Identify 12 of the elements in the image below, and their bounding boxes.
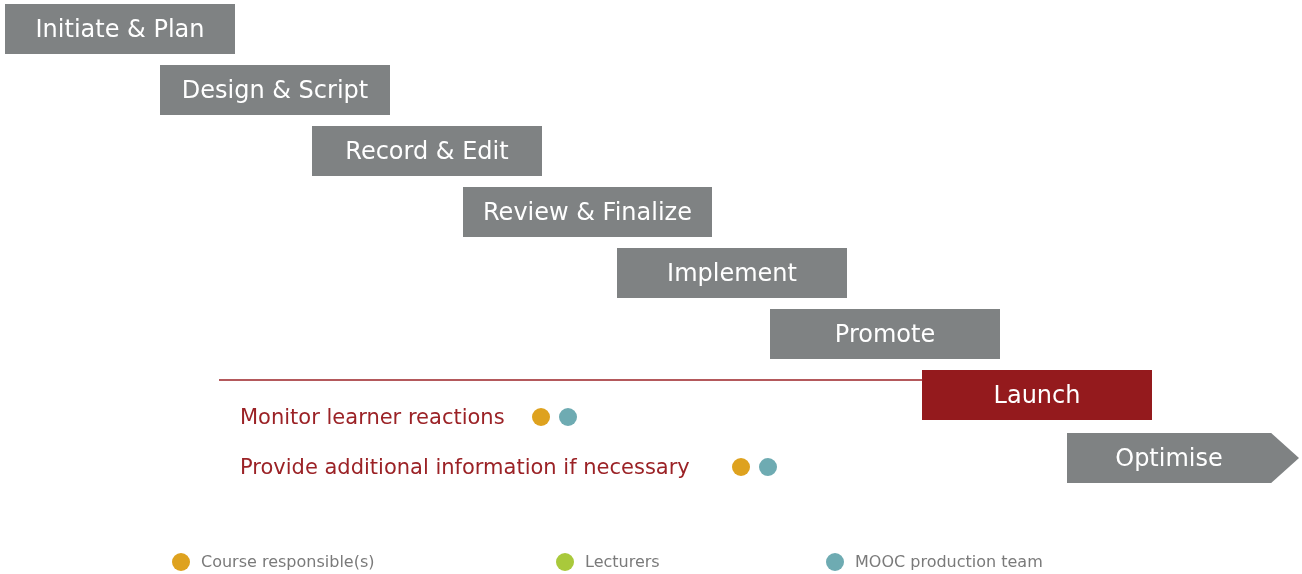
process-box: Promote [770, 309, 1000, 359]
process-box: Record & Edit [312, 126, 542, 176]
task-text: Monitor learner reactions [240, 404, 505, 431]
process-box: Design & Script [160, 65, 390, 115]
process-box: Implement [617, 248, 847, 298]
task-text: Provide additional information if necessary [240, 454, 690, 481]
legend-text: Course responsible(s) [201, 551, 375, 573]
process-box: Review & Finalize [463, 187, 712, 237]
process-box: Initiate & Plan [5, 4, 235, 54]
legend-text: Lecturers [585, 551, 660, 573]
highlight-box: Launch [922, 370, 1152, 420]
legend-text: MOOC production team [855, 551, 1043, 573]
